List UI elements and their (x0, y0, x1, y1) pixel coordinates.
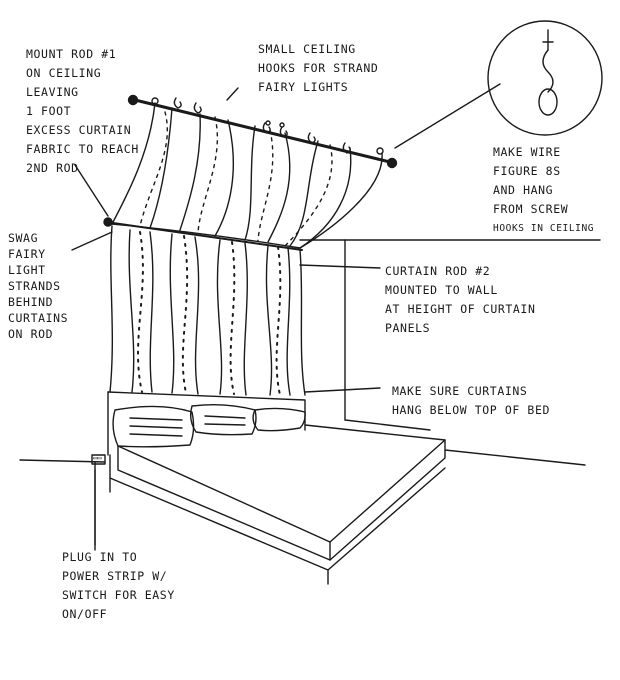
bed (107, 391, 446, 585)
curtain-rod-2 (103, 217, 303, 251)
outlet-label: ▭▭ (93, 454, 102, 462)
label-below-bed: make sure curtains hang below top of bed (392, 384, 550, 417)
label-swag-lights: swag fairy light strands behind curtains… (8, 231, 69, 341)
wire-figure-8-detail (487, 20, 603, 136)
label-mount-rod: Mount Rod #1 on ceiling leaving 1 foot e… (26, 47, 139, 175)
power-outlet (91, 454, 106, 465)
ceiling-rod (127, 94, 398, 169)
label-ceiling-hooks: small ceiling hooks for strand fairy lig… (258, 42, 379, 94)
curtain-panels (109, 225, 306, 396)
label-wire-figure-8: make wire figure 8s and hang from screw … (493, 145, 595, 234)
label-plug-in: plug in to power strip w/ switch for eas… (62, 550, 175, 621)
label-curtain-rod-2: Curtain rod #2 mounted to wall at height… (385, 264, 536, 335)
leader-lines (71, 83, 501, 551)
